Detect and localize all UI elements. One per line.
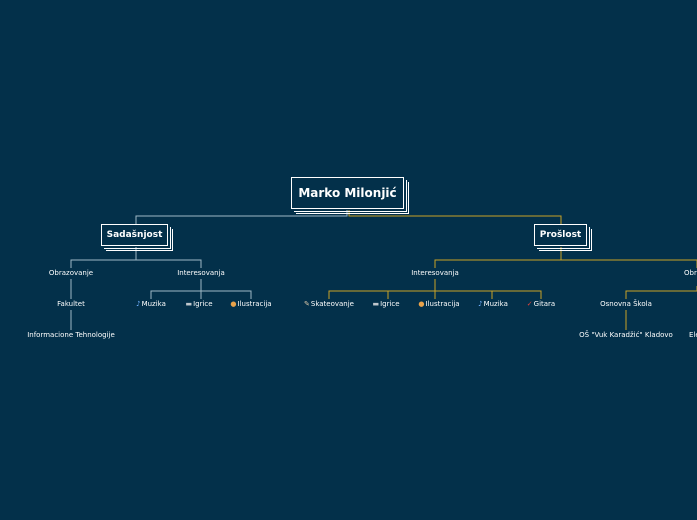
item-label: Igrice bbox=[193, 300, 213, 308]
keyboard-icon: ▬ bbox=[185, 300, 193, 308]
connector-root-proslost bbox=[348, 210, 562, 224]
right-item-ilustracija[interactable]: ●Ilustracija bbox=[418, 300, 459, 309]
music-icon: ♪ bbox=[136, 300, 141, 308]
interesovanja-right-label[interactable]: Interesovanja bbox=[411, 269, 459, 277]
root-label: Marko Milonjić bbox=[298, 186, 397, 200]
right-item-skateovanje[interactable]: ✎Skateovanje bbox=[304, 300, 354, 309]
connector-interesovanja-right bbox=[328, 279, 542, 299]
keyboard-icon: ▬ bbox=[372, 300, 380, 308]
palette-icon: ● bbox=[230, 300, 237, 308]
music-icon: ♪ bbox=[478, 300, 483, 308]
skateboard-icon: ✎ bbox=[304, 300, 310, 308]
item-label: Ilustracija bbox=[425, 300, 460, 308]
item-label: Muzika bbox=[141, 300, 166, 308]
fakultet-label[interactable]: Fakultet bbox=[57, 300, 85, 308]
left-item-ilustracija[interactable]: ●Ilustracija bbox=[230, 300, 271, 309]
right-item-igrice[interactable]: ▬Igrice bbox=[372, 300, 399, 309]
sadasnjost-label: Sadašnjost bbox=[106, 230, 163, 240]
guitar-icon: ✓ bbox=[526, 300, 533, 308]
item-label: Gitara bbox=[533, 300, 556, 308]
sadasnjost-node[interactable]: Sadašnjost bbox=[101, 224, 173, 251]
connector-interesovanja-left bbox=[150, 279, 252, 299]
connector-proslost bbox=[434, 247, 697, 268]
connector-sadasnjost bbox=[70, 247, 202, 268]
ele-label[interactable]: Ele bbox=[689, 331, 697, 339]
item-label: Igrice bbox=[380, 300, 400, 308]
left-item-muzika[interactable]: ♪Muzika bbox=[136, 300, 166, 309]
right-item-muzika[interactable]: ♪Muzika bbox=[478, 300, 508, 309]
root-node[interactable]: Marko Milonjić bbox=[291, 177, 409, 214]
os-vuk-karadzic-label[interactable]: OŠ "Vuk Karadžić" Kladovo bbox=[579, 331, 673, 339]
item-label: Skateovanje bbox=[310, 300, 354, 308]
palette-icon: ● bbox=[418, 300, 425, 308]
proslost-label: Prošlost bbox=[539, 230, 582, 240]
obrazovanje-label[interactable]: Obrazovanje bbox=[48, 269, 94, 277]
item-label: Muzika bbox=[483, 300, 508, 308]
info-tech-label[interactable]: Informacione Tehnologije bbox=[27, 331, 115, 339]
interesovanja-left-label[interactable]: Interesovanja bbox=[177, 269, 225, 277]
left-item-igrice[interactable]: ▬Igrice bbox=[185, 300, 212, 309]
right-item-gitara[interactable]: ✓Gitara bbox=[527, 300, 555, 309]
connector-obrazovanje-right bbox=[625, 286, 697, 299]
osnovna-skola-label[interactable]: Osnovna Škola bbox=[600, 300, 652, 308]
item-label: Ilustracija bbox=[237, 300, 272, 308]
obrazovanje-right-label[interactable]: Obrazov bbox=[684, 269, 697, 277]
proslost-node[interactable]: Prošlost bbox=[534, 224, 592, 251]
connector-root-sadasnjost bbox=[135, 210, 348, 224]
